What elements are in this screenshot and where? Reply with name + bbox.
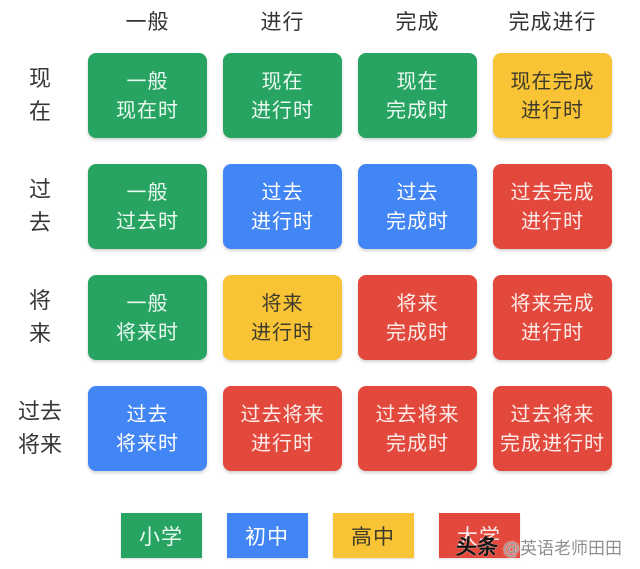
row-label-line: 去: [28, 210, 51, 236]
cell-text-line: 完成时: [386, 97, 449, 122]
cell-text-line: 将来时: [116, 319, 179, 344]
cell-text-line: 进行时: [521, 208, 584, 233]
cell-text-line: 过去将来: [510, 401, 595, 426]
cell-text-line: 一般: [126, 68, 169, 93]
cell-text-line: 一般: [126, 290, 169, 315]
legend: 小学 初中 高中 大学: [0, 513, 640, 558]
cell-text-line: 过去: [261, 179, 304, 204]
cell-text-line: 现在: [396, 68, 439, 93]
column-header-perfect-continuous: 完成进行: [508, 10, 597, 34]
cell-text-line: 将来时: [116, 430, 179, 455]
cell-text-line: 过去将来: [375, 401, 460, 426]
cell-text-line: 完成时: [386, 208, 449, 233]
cell-text-line: 一般: [126, 179, 169, 204]
cell-text-line: 将来: [261, 290, 304, 315]
row-label-line: 过去: [17, 399, 62, 425]
legend-label: 高中: [351, 524, 395, 549]
row-label-line: 在: [28, 99, 51, 125]
row-label-line: 来: [28, 321, 51, 347]
cell-text-line: 现在时: [116, 97, 179, 122]
row-label-line: 将: [28, 288, 51, 314]
corner-spacer: [8, 9, 72, 43]
cell-text-line: 现在: [261, 68, 304, 93]
watermark: 头条 @英语老师田田: [455, 531, 622, 561]
cell-past-future-perfect-continuous: 过去将来 完成进行时: [493, 386, 612, 471]
cell-past-future-perfect: 过去将来 完成时: [358, 386, 477, 471]
legend-label: 大学: [457, 524, 501, 549]
row-label-line: 过: [28, 177, 51, 203]
legend-chip-senior-high: 高中: [332, 513, 414, 558]
cell-text-line: 过去将来: [240, 401, 325, 426]
tense-grid: 现 在 一般 现在时 现在 进行时 现在 完成时 现在完成 进行时 过 去 一般…: [8, 53, 640, 471]
cell-text-line: 完成时: [386, 430, 449, 455]
row-label-line: 现: [28, 66, 51, 92]
row-label-line: 将来: [17, 432, 62, 458]
column-header-continuous: 进行: [260, 10, 305, 34]
column-header-simple: 一般: [125, 10, 170, 34]
cell-text-line: 进行时: [251, 97, 314, 122]
legend-chip-junior-high: 初中: [226, 513, 308, 558]
cell-future-perfect: 将来 完成时: [358, 275, 477, 360]
cell-future-perfect-continuous: 将来完成 进行时: [493, 275, 612, 360]
cell-text-line: 完成进行时: [500, 430, 605, 455]
row-label-future: 将 来: [8, 275, 72, 360]
column-header-perfect: 完成: [395, 10, 440, 34]
cell-text-line: 将来完成: [510, 290, 595, 315]
column-headers: 一般 进行 完成 完成进行: [8, 0, 640, 43]
cell-text-line: 进行时: [251, 208, 314, 233]
cell-past-simple: 一般 过去时: [88, 164, 207, 249]
legend-chip-primary-school: 小学: [120, 513, 202, 558]
cell-present-perfect-continuous: 现在完成 进行时: [493, 53, 612, 138]
cell-present-continuous: 现在 进行时: [223, 53, 342, 138]
cell-present-perfect: 现在 完成时: [358, 53, 477, 138]
legend-label: 初中: [245, 524, 289, 549]
legend-label: 小学: [139, 524, 183, 549]
watermark-handle: @英语老师田田: [503, 538, 622, 559]
cell-text-line: 现在完成: [510, 68, 595, 93]
cell-past-perfect-continuous: 过去完成 进行时: [493, 164, 612, 249]
cell-text-line: 进行时: [521, 319, 584, 344]
cell-text-line: 完成时: [386, 319, 449, 344]
row-label-past-future: 过去 将来: [8, 386, 72, 471]
cell-future-simple: 一般 将来时: [88, 275, 207, 360]
legend-chip-university: 大学: [438, 513, 520, 558]
cell-past-perfect: 过去 完成时: [358, 164, 477, 249]
cell-text-line: 进行时: [251, 430, 314, 455]
cell-past-future-simple: 过去 将来时: [88, 386, 207, 471]
cell-future-continuous: 将来 进行时: [223, 275, 342, 360]
cell-text-line: 过去时: [116, 208, 179, 233]
cell-text-line: 进行时: [251, 319, 314, 344]
cell-text-line: 进行时: [521, 97, 584, 122]
cell-past-continuous: 过去 进行时: [223, 164, 342, 249]
cell-text-line: 将来: [396, 290, 439, 315]
cell-text-line: 过去: [396, 179, 439, 204]
cell-text-line: 过去完成: [510, 179, 595, 204]
cell-present-simple: 一般 现在时: [88, 53, 207, 138]
row-label-present: 现 在: [8, 53, 72, 138]
toutiao-logo: 头条: [455, 535, 499, 559]
cell-past-future-continuous: 过去将来 进行时: [223, 386, 342, 471]
row-label-past: 过 去: [8, 164, 72, 249]
cell-text-line: 过去: [126, 401, 169, 426]
